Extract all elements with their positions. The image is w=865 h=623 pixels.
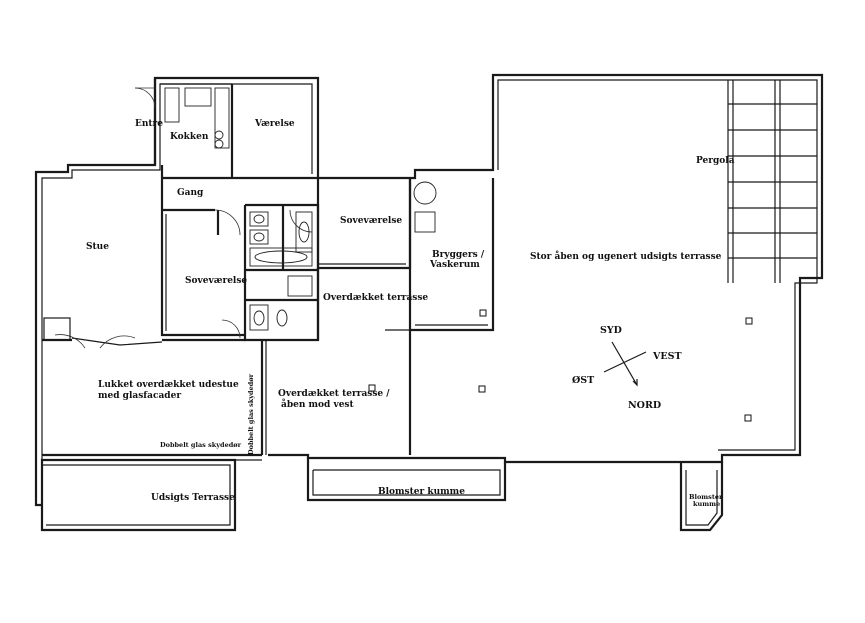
label-vaerelse: Værelse [254, 119, 295, 129]
outer-walls [34, 73, 824, 532]
label-blomster-small: Blomster [689, 493, 723, 501]
label-overdaekket-vest: Overdækket terrasse / [278, 389, 390, 399]
label-stue: Stue [86, 242, 109, 252]
drains [368, 309, 753, 422]
label-udsigts-terrasse: Udsigts Terrasse [151, 493, 235, 503]
compass-vest: VEST [652, 351, 682, 362]
label-dobbelt-glas-vertical: Dobbelt glas skydedør [247, 373, 255, 455]
compass-nord: NORD [628, 400, 661, 411]
label-entre: Entre [135, 119, 163, 129]
pergola-grid [727, 80, 817, 283]
label-blomster-kumme: Blomster kumme [378, 487, 465, 497]
label-glasfacader: med glasfacader [98, 391, 181, 401]
label-pergola: Pergola [696, 156, 735, 166]
label-sovevaerelse-right: Soveværelse [340, 216, 402, 226]
label-vaskerum: Vaskerum [429, 260, 480, 270]
compass-ost: ØST [572, 375, 594, 386]
room-labels: Entre Kokken Værelse Gang Stue Soveværel… [86, 119, 735, 508]
label-aaben-vest: åben mod vest [281, 398, 355, 410]
label-lukket-udestue: Lukket overdækket udestue [98, 380, 239, 390]
label-overdaekket-terrasse: Overdækket terrasse [323, 293, 428, 303]
interior-walls [42, 78, 495, 461]
label-gang: Gang [177, 188, 204, 198]
label-kokken: Kokken [170, 132, 209, 142]
label-dobbelt-glas: Dobbelt glas skydedør [160, 441, 242, 449]
label-sovevaerelse-left: Soveværelse [185, 276, 247, 286]
label-stor-terrasse: Stor åben og ugenert udsigts terrasse [530, 250, 722, 262]
fixtures [164, 87, 437, 331]
label-bryggers: Bryggers / [432, 250, 485, 260]
label-kumme-small: kumme [693, 500, 720, 508]
compass: SYD VEST ØST NORD [572, 325, 682, 411]
compass-syd: SYD [600, 325, 622, 336]
